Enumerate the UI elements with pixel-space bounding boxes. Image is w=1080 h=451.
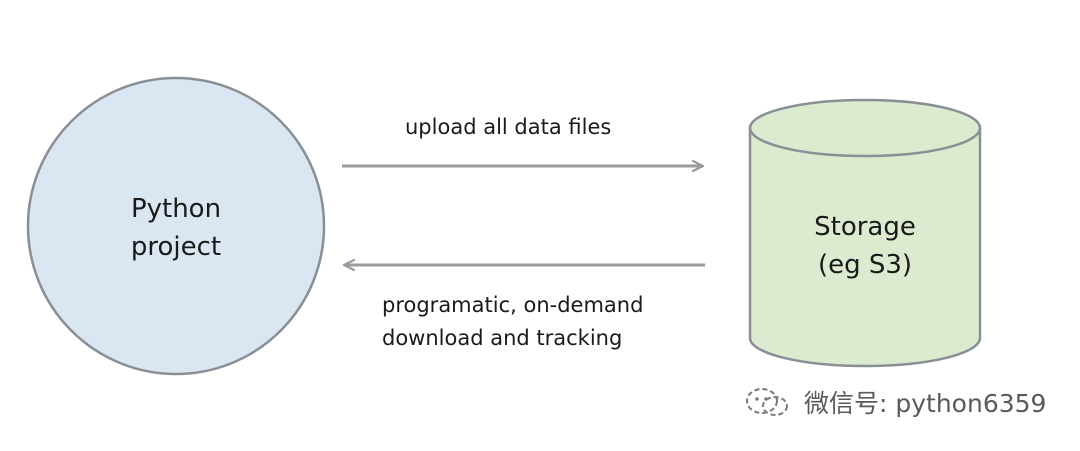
storage-top [748,98,982,158]
storage-node [748,98,982,368]
upload-label-line-1: upload all data files [405,115,612,139]
storage-body [748,128,982,368]
upload-label: upload all data files [405,111,611,144]
python-project-label: Python project [76,190,276,266]
download-label: programatic, on-demand download and trac… [382,289,643,355]
python-project-label-line-2: project [130,232,222,262]
storage-label-line-1: Storage [814,212,916,242]
storage-label: Storage (eg S3) [765,208,965,284]
download-label-line-2: download and tracking [382,326,623,350]
watermark-text: 微信号: python6359 [804,389,1047,418]
watermark: 微信号: python6359 [742,380,1046,424]
download-label-line-1: programatic, on-demand [382,293,644,317]
storage-label-line-2: (eg S3) [817,250,913,280]
python-project-label-line-1: Python [130,194,222,224]
wechat-icon [746,388,788,416]
python-project-node [26,76,326,376]
